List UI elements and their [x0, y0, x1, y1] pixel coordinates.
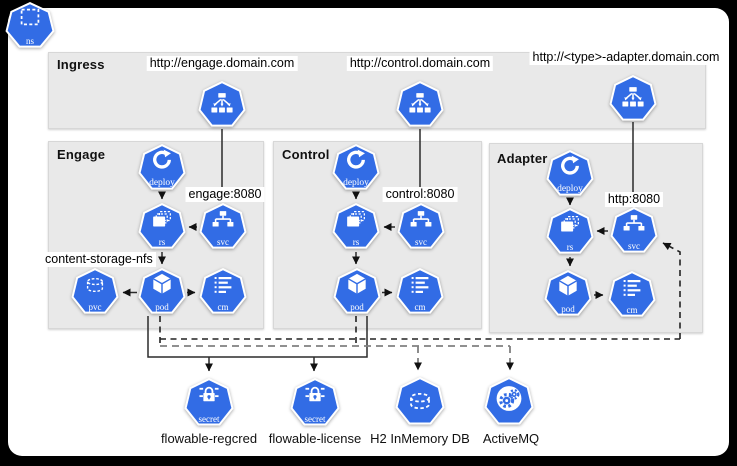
secret-icon — [199, 386, 219, 402]
engage-pod-icon: pod — [138, 268, 186, 316]
dashed-square-icon — [20, 8, 40, 26]
adapter-box — [489, 143, 703, 333]
deploy-icon — [153, 149, 171, 169]
pod-icon — [347, 273, 367, 294]
adapter-title: Adapter — [497, 151, 548, 166]
configmap-icon — [214, 277, 232, 293]
engage-port-label: engage:8080 — [185, 187, 265, 202]
deploy-icon — [561, 155, 579, 175]
replicaset-icon — [561, 216, 579, 232]
engage-rs-icon: rs — [138, 203, 186, 251]
replicaset-icon — [153, 211, 171, 227]
service-icon — [410, 211, 432, 227]
ingress-icon — [409, 93, 431, 113]
ingress-icon — [211, 93, 233, 113]
adapter-ingress-icon — [609, 75, 657, 123]
namespace-label: ns — [25, 36, 34, 46]
secret-regcred-icon: secret — [184, 378, 234, 428]
secret-icon — [305, 386, 325, 402]
h2-db-icon — [395, 377, 445, 427]
namespace-icon: ns — [5, 2, 55, 50]
engage-svc-icon: svc — [199, 203, 247, 251]
volume-label: content-storage-nfs — [42, 252, 156, 267]
control-svc-icon: svc — [397, 203, 445, 251]
engage-cm-icon: cm — [199, 268, 247, 316]
secret-license-icon: secret — [290, 378, 340, 428]
activemq-icon — [484, 377, 534, 427]
configmap-icon — [623, 280, 641, 296]
replicaset-icon — [347, 211, 365, 227]
ingress-title: Ingress — [57, 57, 105, 72]
pod-icon — [558, 275, 578, 296]
label-h2-db: H2 InMemory DB — [370, 431, 470, 446]
url-control: http://control.domain.com — [346, 56, 494, 71]
ingress-icon — [622, 87, 644, 107]
adapter-rs-icon: rs — [546, 208, 594, 256]
configmap-icon — [411, 277, 429, 293]
service-icon — [212, 211, 234, 227]
label-flowable-regcred: flowable-regcred — [160, 431, 258, 446]
engage-ingress-icon — [198, 81, 246, 129]
engage-deploy-icon: deploy — [138, 144, 186, 192]
gears-icon — [496, 386, 522, 411]
database-icon — [410, 392, 430, 410]
adapter-deploy-icon: deploy — [546, 150, 594, 198]
control-pod-icon: pod — [333, 268, 381, 316]
deploy-icon — [347, 149, 365, 169]
service-icon — [623, 215, 645, 231]
control-port-label: control:8080 — [382, 187, 458, 202]
adapter-svc-icon: svc — [610, 207, 658, 255]
control-ingress-icon — [396, 81, 444, 129]
control-cm-icon: cm — [396, 268, 444, 316]
adapter-port-label: http:8080 — [604, 192, 664, 207]
url-engage: http://engage.domain.com — [146, 56, 298, 71]
label-activemq: ActiveMQ — [482, 431, 540, 446]
adapter-pod-icon: pod — [544, 270, 592, 318]
control-rs-icon: rs — [332, 203, 380, 251]
engage-pvc-icon: pvc — [71, 268, 119, 316]
control-deploy-icon: deploy — [332, 144, 380, 192]
adapter-cm-icon: cm — [608, 271, 656, 319]
control-title: Control — [282, 147, 330, 162]
engage-title: Engage — [57, 147, 106, 162]
pod-icon — [152, 273, 172, 294]
url-adapter: http://<type>-adapter.domain.com — [529, 50, 723, 65]
pvc-icon — [86, 277, 104, 292]
label-flowable-license: flowable-license — [268, 431, 362, 446]
